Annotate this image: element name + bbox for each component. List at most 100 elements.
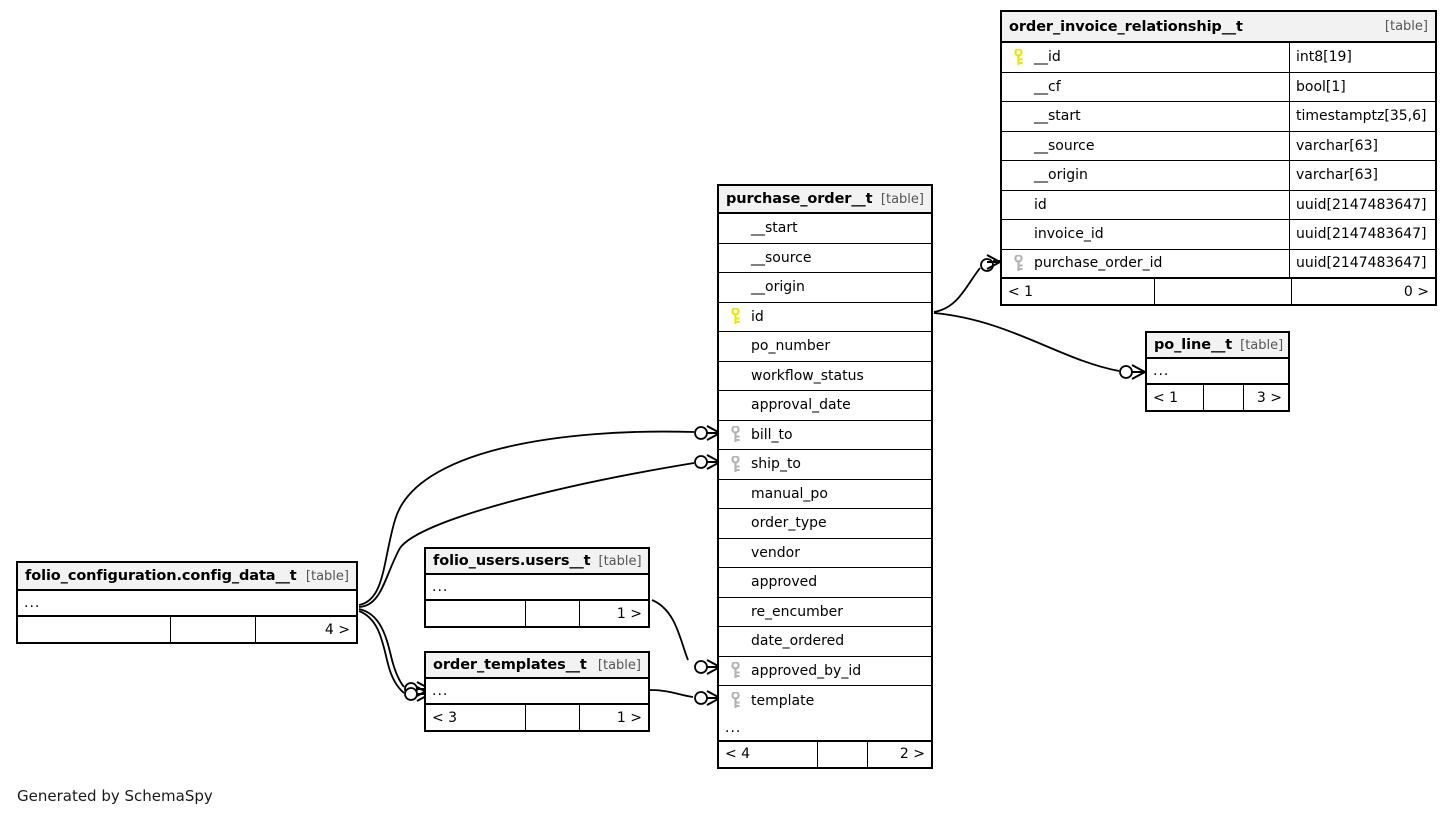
footer-middle xyxy=(525,601,579,626)
footer-child-count: 3 > xyxy=(1243,385,1288,410)
footer-middle xyxy=(817,741,867,767)
edge-users-to-approved-by-id xyxy=(651,599,721,675)
table-row[interactable]: re_encumber xyxy=(719,598,931,627)
column-cell: __origin xyxy=(719,273,931,302)
table-row[interactable]: ship_to xyxy=(719,450,931,480)
table-row[interactable]: workflow_status xyxy=(719,362,931,391)
column-name: vendor xyxy=(751,544,800,561)
table-row[interactable]: __cf bool[1] xyxy=(1002,72,1435,102)
table-row[interactable]: date_ordered xyxy=(719,627,931,657)
table-row[interactable]: __start xyxy=(719,214,931,244)
foreign-key-icon xyxy=(725,692,745,709)
footer-parent-count: < 1 xyxy=(1008,283,1034,300)
column-name: __origin xyxy=(1034,167,1088,184)
column-cell: __cf xyxy=(1002,73,1289,102)
table-kind-label: [table] xyxy=(880,191,924,207)
column-cell: date_ordered xyxy=(719,627,931,656)
table-footer: < 1 0 > xyxy=(1002,279,1435,304)
table-order-invoice-relationship[interactable]: order_invoice_relationship__t [table] __… xyxy=(1000,10,1437,306)
table-row[interactable]: __id int8[19] xyxy=(1002,43,1435,73)
table-row[interactable]: __origin varchar[63] xyxy=(1002,161,1435,191)
table-row[interactable]: approved xyxy=(719,568,931,598)
table-row[interactable]: order_type xyxy=(719,509,931,539)
table-footer: < 1 3 > xyxy=(1147,385,1288,410)
table-title: order_templates__t xyxy=(433,657,587,673)
column-cell: template xyxy=(719,686,931,716)
column-name: __cf xyxy=(1034,78,1061,95)
table-row[interactable]: id uuid[2147483647] xyxy=(1002,190,1435,220)
more-columns-indicator: ... xyxy=(1147,359,1288,385)
table-row[interactable]: approval_date xyxy=(719,391,931,421)
column-name: template xyxy=(751,692,815,709)
column-name: purchase_order_id xyxy=(1034,255,1163,272)
table-config-data[interactable]: folio_configuration.config_data__t [tabl… xyxy=(16,561,358,644)
table-row[interactable]: bill_to xyxy=(719,421,931,450)
table-row[interactable]: __source varchar[63] xyxy=(1002,131,1435,161)
table-header: order_templates__t [table] xyxy=(426,653,648,679)
edge-config-data-to-order-templates-b xyxy=(358,610,431,702)
table-title: purchase_order__t xyxy=(726,191,873,207)
table-kind-label: [table] xyxy=(597,657,641,673)
column-cell: ship_to xyxy=(719,450,931,479)
footer-parent-count: < 1 xyxy=(1153,389,1179,406)
column-type: uuid[2147483647] xyxy=(1289,249,1435,277)
column-name: re_encumber xyxy=(751,603,844,620)
table-purchase-order[interactable]: purchase_order__t [table] __start __sour… xyxy=(717,184,933,769)
column-cell: po_number xyxy=(719,332,931,361)
footer-parent-count xyxy=(426,601,525,626)
column-cell: workflow_status xyxy=(719,362,931,391)
table-row[interactable]: invoice_id uuid[2147483647] xyxy=(1002,220,1435,250)
column-cell: purchase_order_id xyxy=(1002,250,1289,278)
foreign-key-icon xyxy=(725,662,745,679)
edge-purchase-order-to-po-line xyxy=(933,312,1146,380)
table-row[interactable]: approved_by_id xyxy=(719,657,931,686)
footer-child-count: 1 > xyxy=(579,601,648,626)
footer-child-count: 1 > xyxy=(579,705,648,730)
table-row[interactable]: vendor xyxy=(719,539,931,568)
table-po-line[interactable]: po_line__t [table] ... < 1 3 > xyxy=(1145,331,1290,412)
table-row[interactable]: purchase_order_id uuid[2147483647] xyxy=(1002,249,1435,279)
more-columns-indicator: ... xyxy=(426,679,648,705)
table-header: po_line__t [table] xyxy=(1147,333,1288,359)
edge-order-templates-to-template xyxy=(649,689,721,706)
table-row[interactable]: id xyxy=(719,303,931,332)
column-name: id xyxy=(1034,196,1047,213)
footer-middle xyxy=(170,617,255,642)
footer-middle xyxy=(1154,279,1291,304)
table-footer: 1 > xyxy=(426,601,648,626)
primary-key-icon xyxy=(1008,48,1028,66)
table-order-templates[interactable]: order_templates__t [table] ... < 3 1 > xyxy=(424,651,650,732)
column-cell: __start xyxy=(1002,102,1289,131)
edge-purchase-order-to-order-invoice-relationship xyxy=(933,254,1002,313)
column-cell: approved xyxy=(719,568,931,597)
footer-child-count: 4 > xyxy=(255,617,356,642)
footer-parent-count: < 3 xyxy=(432,709,458,726)
table-row[interactable]: po_number xyxy=(719,332,931,362)
column-name: __start xyxy=(1034,108,1081,125)
column-cell: bill_to xyxy=(719,421,931,450)
table-columns: __start __source __origin xyxy=(719,214,931,716)
table-footer: 4 > xyxy=(18,617,356,642)
table-kind-label: [table] xyxy=(1384,19,1428,34)
column-type: uuid[2147483647] xyxy=(1289,190,1435,219)
table-row[interactable]: manual_po xyxy=(719,480,931,509)
table-header: order_invoice_relationship__t [table] xyxy=(1002,12,1435,43)
column-name: __origin xyxy=(751,279,805,296)
more-columns-indicator: ... xyxy=(18,591,356,617)
footer-parent-count: < 4 xyxy=(725,746,751,762)
table-row[interactable]: template xyxy=(719,686,931,716)
generated-by-caption: Generated by SchemaSpy xyxy=(17,787,213,805)
table-row[interactable]: __origin xyxy=(719,273,931,303)
column-name: __source xyxy=(1034,137,1095,154)
table-row[interactable]: __source xyxy=(719,244,931,273)
foreign-key-icon xyxy=(725,455,745,473)
foreign-key-icon xyxy=(1008,254,1028,272)
table-users[interactable]: folio_users.users__t [table] ... 1 > xyxy=(424,547,650,628)
column-type: int8[19] xyxy=(1289,43,1435,72)
column-cell: approved_by_id xyxy=(719,657,931,686)
column-name: order_type xyxy=(751,515,827,532)
column-cell: invoice_id xyxy=(1002,220,1289,249)
column-name: __start xyxy=(751,220,798,237)
table-row[interactable]: __start timestamptz[35,6] xyxy=(1002,102,1435,132)
